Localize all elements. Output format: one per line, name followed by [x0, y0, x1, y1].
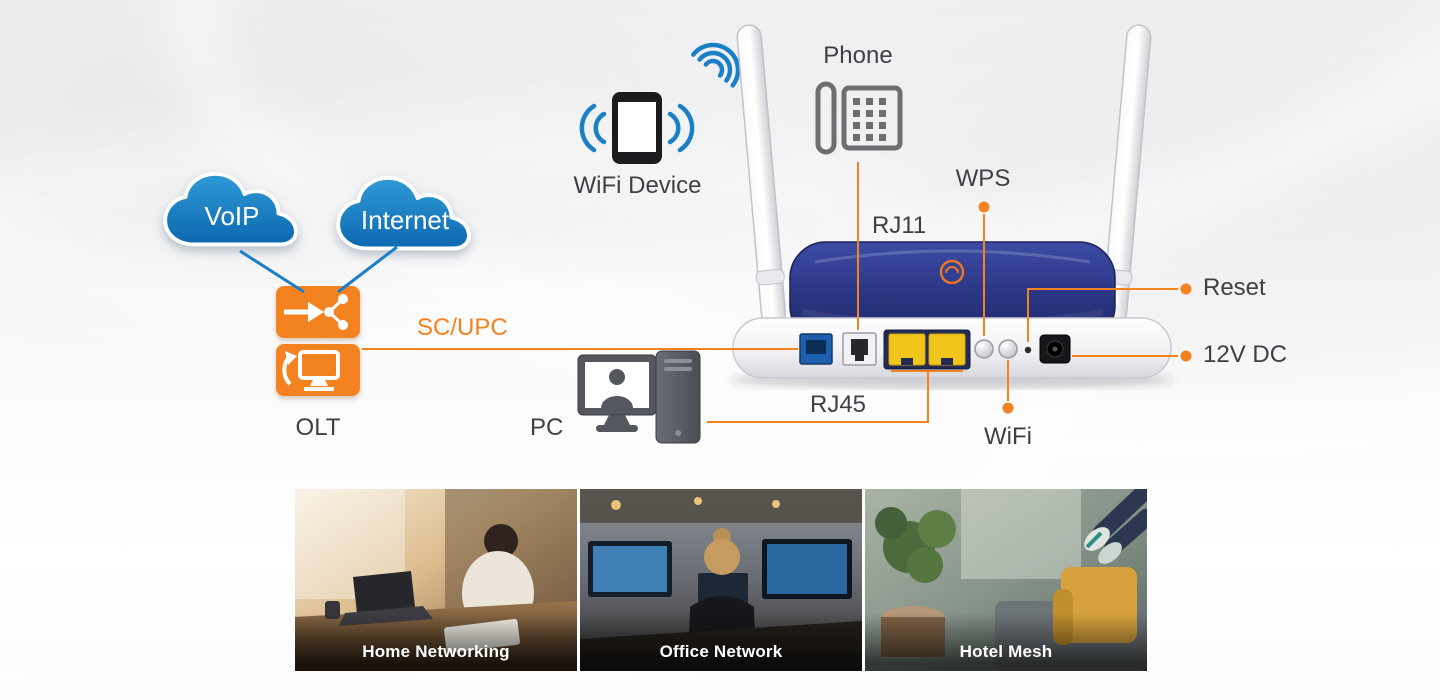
dc-jack: [1039, 334, 1071, 364]
pc-label: PC: [530, 414, 564, 441]
gallery-card-hotel: Hotel Mesh: [865, 489, 1147, 671]
share-icon: [284, 294, 348, 330]
gallery-card-office: Office Network: [580, 489, 862, 671]
rj45-label: RJ45: [810, 391, 867, 418]
wps-button: [974, 339, 994, 359]
internet-cloud: Internet: [330, 171, 480, 263]
cloud-label: VoIP: [204, 201, 260, 232]
gallery-card-home: Home Networking: [295, 489, 577, 671]
wifi-device-icon: [579, 42, 741, 164]
olt-icon: [276, 286, 360, 396]
gallery-caption: Home Networking: [295, 613, 577, 671]
power-label: 12V DC: [1203, 341, 1288, 368]
left-antenna: [736, 24, 787, 325]
reset-hole: [1024, 346, 1032, 354]
gallery-caption: Office Network: [580, 613, 862, 671]
olt-label: OLT: [295, 414, 341, 441]
rj11-label: RJ11: [872, 212, 927, 239]
voip-cloud: VoIP: [158, 167, 306, 259]
wifi-button: [998, 339, 1018, 359]
rj11-port: [842, 332, 877, 366]
monitor-icon: [282, 350, 340, 391]
wifi-device-label: WiFi Device: [573, 172, 702, 199]
phone-label: Phone: [823, 42, 893, 69]
sc-upc-port: [799, 333, 833, 365]
reset-callout-dot: [1180, 283, 1192, 295]
router-image: [730, 24, 1174, 389]
olt-network-block: [276, 286, 360, 338]
dc-callout-dot: [1180, 350, 1192, 362]
rj45-ports: [883, 329, 971, 370]
sc-upc-label: SC/UPC: [417, 314, 508, 341]
phone-icon: [815, 81, 903, 155]
wifi-label: WiFi: [984, 423, 1032, 450]
wifi-callout-dot: [1002, 402, 1014, 414]
cloud-label: Internet: [360, 205, 450, 236]
pc-icon: [577, 350, 701, 444]
wps-label: WPS: [955, 165, 1011, 192]
gallery-caption: Hotel Mesh: [865, 613, 1147, 671]
cloud-icon: [163, 171, 298, 247]
cloud-icon: [336, 175, 471, 251]
olt-terminal-block: [276, 344, 360, 396]
reset-label: Reset: [1203, 274, 1266, 301]
